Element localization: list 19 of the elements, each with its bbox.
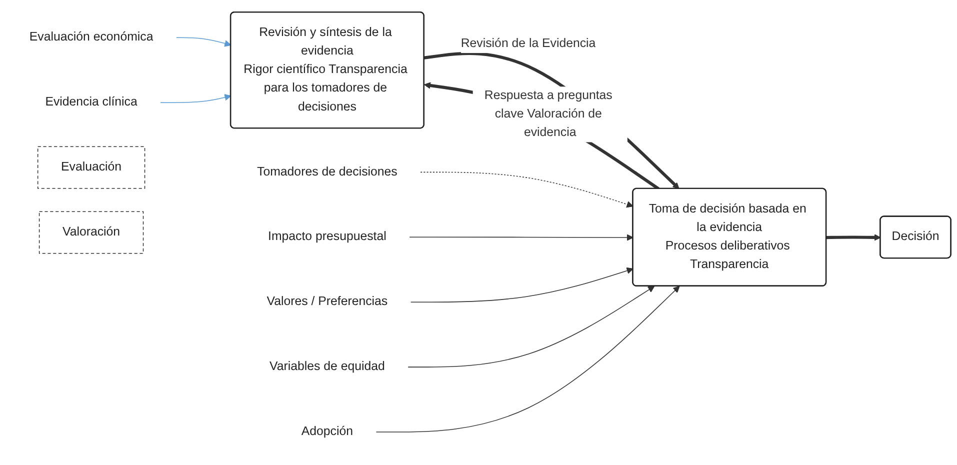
edge-label: Respuesta a preguntas clave Valoración de evidencia: [484, 88, 612, 140]
arrow: [409, 234, 634, 241]
arrow: [160, 94, 232, 103]
node-text: Evidencia clínica: [45, 96, 138, 109]
node-text: Impacto presupuestal: [268, 230, 386, 244]
edge-label: Revisión de la Evidencia: [460, 36, 596, 50]
arrow: [376, 286, 680, 432]
node-text: Valores / Preferencias: [266, 295, 388, 308]
node-text: Tomadores de decisiones: [257, 165, 398, 178]
arrow: [420, 172, 634, 208]
arrow: [826, 234, 881, 241]
node-text: Variables de equidad: [270, 360, 385, 374]
node-box: Evaluación: [37, 146, 146, 189]
node-text: Evaluación económica: [29, 30, 154, 44]
arrow: [176, 37, 232, 47]
arrow: [408, 286, 655, 368]
node-box: Valoración: [38, 211, 144, 254]
arrow: [410, 267, 634, 302]
node-text: Adopción: [301, 425, 354, 438]
